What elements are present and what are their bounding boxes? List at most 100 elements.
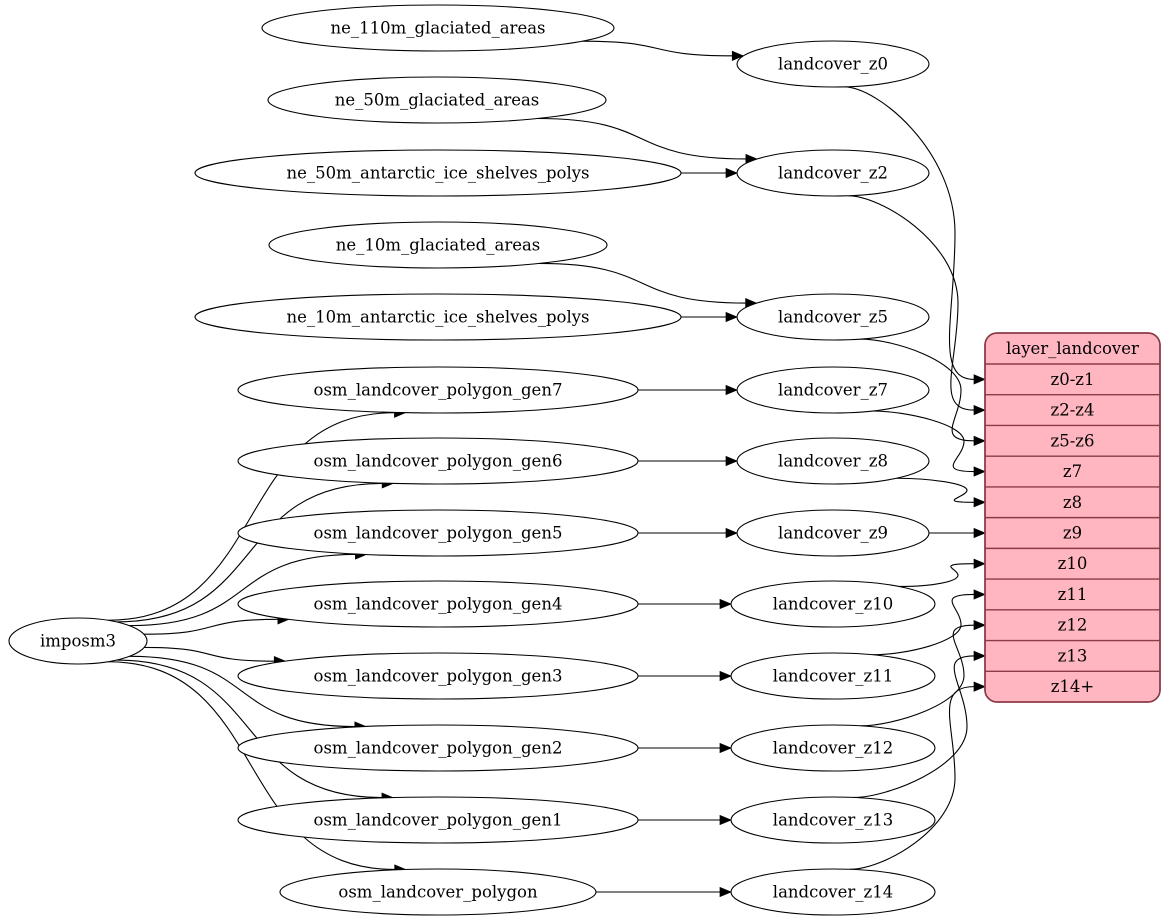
- edge-arrowhead: [973, 681, 986, 692]
- layer-table-row[interactable]: z0-z1: [985, 364, 1160, 395]
- edge-landcover_z9-to-z9: [929, 527, 986, 539]
- edge-line: [847, 195, 975, 411]
- layer-table-row-label: z8: [1063, 493, 1082, 512]
- layer-table-row[interactable]: z2-z4: [985, 395, 1160, 426]
- edge-line: [107, 412, 395, 621]
- edge-line: [896, 477, 975, 503]
- node-osm_landcover_polygon_gen2[interactable]: osm_landcover_polygon_gen2: [237, 724, 639, 772]
- node-label: osm_landcover_polygon_gen4: [314, 595, 563, 614]
- source-table-node-ellipse: [261, 4, 615, 52]
- edge-osm_landcover_polygon_gen2-to-landcover_z12: [637, 742, 732, 754]
- edge-line: [129, 655, 355, 728]
- edge-landcover_z8-to-z8: [896, 477, 986, 508]
- edge-landcover_z13-to-z13: [853, 650, 986, 799]
- layer-table-row-label: z5-z6: [1051, 431, 1095, 450]
- edge-arrowhead: [973, 650, 986, 662]
- node-landcover_z10[interactable]: landcover_z10: [730, 580, 936, 628]
- node-landcover_z13[interactable]: landcover_z13: [730, 796, 936, 844]
- source-table-node-ellipse: [237, 366, 639, 414]
- edge-arrowhead: [725, 527, 738, 539]
- node-label: osm_landcover_polygon_gen2: [314, 739, 563, 758]
- node-label: ne_50m_antarctic_ice_shelves_polys: [286, 164, 589, 183]
- layer-table-row[interactable]: z7: [985, 456, 1160, 487]
- edge-line: [582, 40, 733, 57]
- layer-table-row-label: z0-z1: [1051, 370, 1095, 389]
- edge-landcover_z2-to-z2-z4: [847, 195, 986, 416]
- node-landcover_z8[interactable]: landcover_z8: [736, 437, 930, 485]
- edge-arrowhead: [719, 598, 732, 610]
- node-osm_landcover_polygon_gen3[interactable]: osm_landcover_polygon_gen3: [237, 652, 639, 700]
- node-label: landcover_z7: [778, 381, 888, 400]
- layer-table-row-label: z12: [1058, 616, 1088, 635]
- edge-line: [129, 553, 356, 627]
- layer-node-ellipse: [730, 652, 936, 700]
- node-osm_landcover_polygon_gen5[interactable]: osm_landcover_polygon_gen5: [237, 509, 639, 557]
- edge-line: [116, 659, 382, 799]
- edge-arrowhead: [719, 742, 732, 754]
- node-osm_landcover_polygon[interactable]: osm_landcover_polygon: [279, 868, 597, 916]
- source-table-node-ellipse: [237, 509, 639, 557]
- node-ne_10m_glaciated_areas[interactable]: ne_10m_glaciated_areas: [268, 221, 608, 269]
- layer-table-row[interactable]: z8: [985, 487, 1160, 518]
- node-landcover_z9[interactable]: landcover_z9: [736, 509, 930, 557]
- node-landcover_z5[interactable]: landcover_z5: [736, 293, 930, 341]
- node-landcover_z2[interactable]: landcover_z2: [736, 149, 930, 197]
- source-table-node-ellipse: [268, 221, 608, 269]
- layer-table-row-label: z10: [1058, 554, 1088, 573]
- node-landcover_z12[interactable]: landcover_z12: [730, 724, 936, 772]
- edge-arrowhead: [973, 435, 986, 446]
- node-landcover_z0[interactable]: landcover_z0: [736, 40, 930, 88]
- layer-table-row-label: z11: [1058, 585, 1088, 604]
- node-label: osm_landcover_polygon_gen6: [314, 452, 563, 471]
- node-ne_50m_antarctic_ice_shelves_polys[interactable]: ne_50m_antarctic_ice_shelves_polys: [194, 149, 682, 197]
- edge-arrowhead: [725, 384, 738, 396]
- edge-arrowhead: [719, 670, 732, 682]
- node-osm_landcover_polygon_gen6[interactable]: osm_landcover_polygon_gen6: [237, 437, 639, 485]
- layer-table-row[interactable]: z11: [985, 579, 1160, 610]
- node-label: osm_landcover_polygon_gen3: [314, 667, 563, 686]
- node-label: landcover_z2: [778, 164, 888, 183]
- node-label: landcover_z14: [773, 883, 893, 902]
- node-osm_landcover_polygon_gen4[interactable]: osm_landcover_polygon_gen4: [237, 580, 639, 628]
- layer-node-ellipse: [730, 868, 936, 916]
- node-landcover_z11[interactable]: landcover_z11: [730, 652, 936, 700]
- edge-arrowhead: [973, 589, 986, 600]
- edge-arrowhead: [731, 50, 745, 61]
- node-landcover_z14[interactable]: landcover_z14: [730, 868, 936, 916]
- edge-arrowhead: [973, 466, 986, 477]
- layer-node-ellipse: [736, 40, 930, 88]
- edge-osm_landcover_polygon_gen5-to-landcover_z9: [638, 527, 738, 539]
- node-osm_landcover_polygon_gen1[interactable]: osm_landcover_polygon_gen1: [237, 796, 639, 844]
- node-label: osm_landcover_polygon: [338, 883, 538, 902]
- layer-table-row[interactable]: z14+: [985, 671, 1160, 702]
- edge-line: [899, 563, 975, 588]
- node-ne_10m_antarctic_ice_shelves_polys[interactable]: ne_10m_antarctic_ice_shelves_polys: [194, 293, 682, 341]
- edge-line: [116, 482, 383, 623]
- node-ne_50m_glaciated_areas[interactable]: ne_50m_glaciated_areas: [267, 76, 607, 124]
- layer-table-row[interactable]: z13: [985, 641, 1160, 672]
- layer-table-row[interactable]: z10: [985, 548, 1160, 579]
- source-table-node-ellipse: [237, 652, 639, 700]
- edge-landcover_z12-to-z12: [860, 620, 986, 727]
- node-ne_110m_glaciated_areas[interactable]: ne_110m_glaciated_areas: [261, 4, 615, 52]
- node-osm_landcover_polygon_gen7[interactable]: osm_landcover_polygon_gen7: [237, 366, 639, 414]
- node-landcover_z7[interactable]: landcover_z7: [736, 366, 930, 414]
- edge-osm_landcover_polygon_gen3-to-landcover_z11: [637, 670, 732, 682]
- layer-landcover-table[interactable]: layer_landcoverz0-z1z2-z4z5-z6z7z8z9z10z…: [984, 332, 1161, 703]
- layer-table-row[interactable]: z5-z6: [985, 425, 1160, 456]
- edge-osm_landcover_polygon_gen7-to-landcover_z7: [638, 384, 738, 396]
- edge-landcover_z10-to-z10: [899, 558, 986, 588]
- layer-table-row[interactable]: z9: [985, 518, 1160, 549]
- layer-table-row[interactable]: z12: [985, 610, 1160, 641]
- node-imposm3[interactable]: imposm3: [8, 617, 148, 665]
- node-label: ne_10m_antarctic_ice_shelves_polys: [286, 308, 589, 327]
- edge-line: [872, 410, 975, 473]
- edge-imposm3-to-osm_landcover_polygon_gen3: [144, 646, 287, 667]
- edge-osm_landcover_polygon_gen4-to-landcover_z10: [638, 598, 732, 610]
- layer-table-row-label: z9: [1063, 524, 1082, 543]
- source-table-node-ellipse: [194, 293, 682, 341]
- edge-ne_50m_antarctic_ice_shelves_polys-to-landcover_z2: [681, 167, 738, 179]
- edge-arrowhead: [725, 455, 738, 467]
- layer-node-ellipse: [736, 149, 930, 197]
